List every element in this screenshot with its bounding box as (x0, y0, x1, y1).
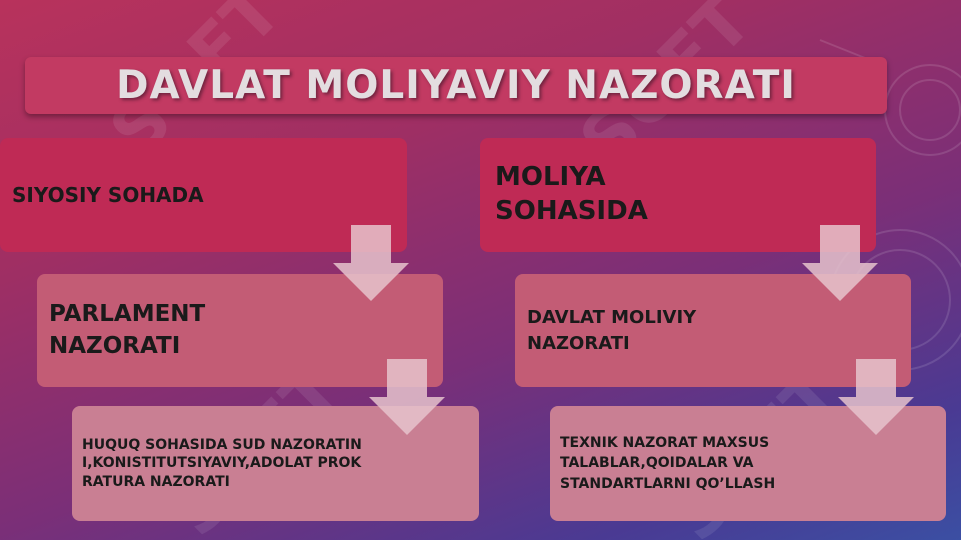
right-level1-label: MOLIYA SOHASIDA (495, 162, 648, 226)
down-arrow-icon (802, 225, 878, 301)
right-level1-box: MOLIYA SOHASIDA (480, 138, 876, 252)
left-level2-label: PARLAMENT NAZORATI (49, 301, 206, 359)
left-level3-label: HUQUQ SOHASIDA SUD NAZORATINI,KONISTITUT… (82, 437, 362, 490)
down-arrow-icon (369, 359, 445, 435)
left-level1-label: SIYOSIY SOHADA (12, 183, 204, 207)
title-banner: DAVLAT MOLIYAVIY NAZORATI (25, 57, 887, 114)
right-level3-label: TEXNIK NAZORAT MAXSUS TALABLAR,QOIDALAR … (560, 435, 776, 492)
right-level2-label: DAVLAT MOLIVIY NAZORATI (527, 307, 697, 354)
down-arrow-icon (333, 225, 409, 301)
down-arrow-icon (838, 359, 914, 435)
slide-title: DAVLAT MOLIYAVIY NAZORATI (116, 63, 796, 108)
left-level1-box: SIYOSIY SOHADA (0, 138, 407, 252)
